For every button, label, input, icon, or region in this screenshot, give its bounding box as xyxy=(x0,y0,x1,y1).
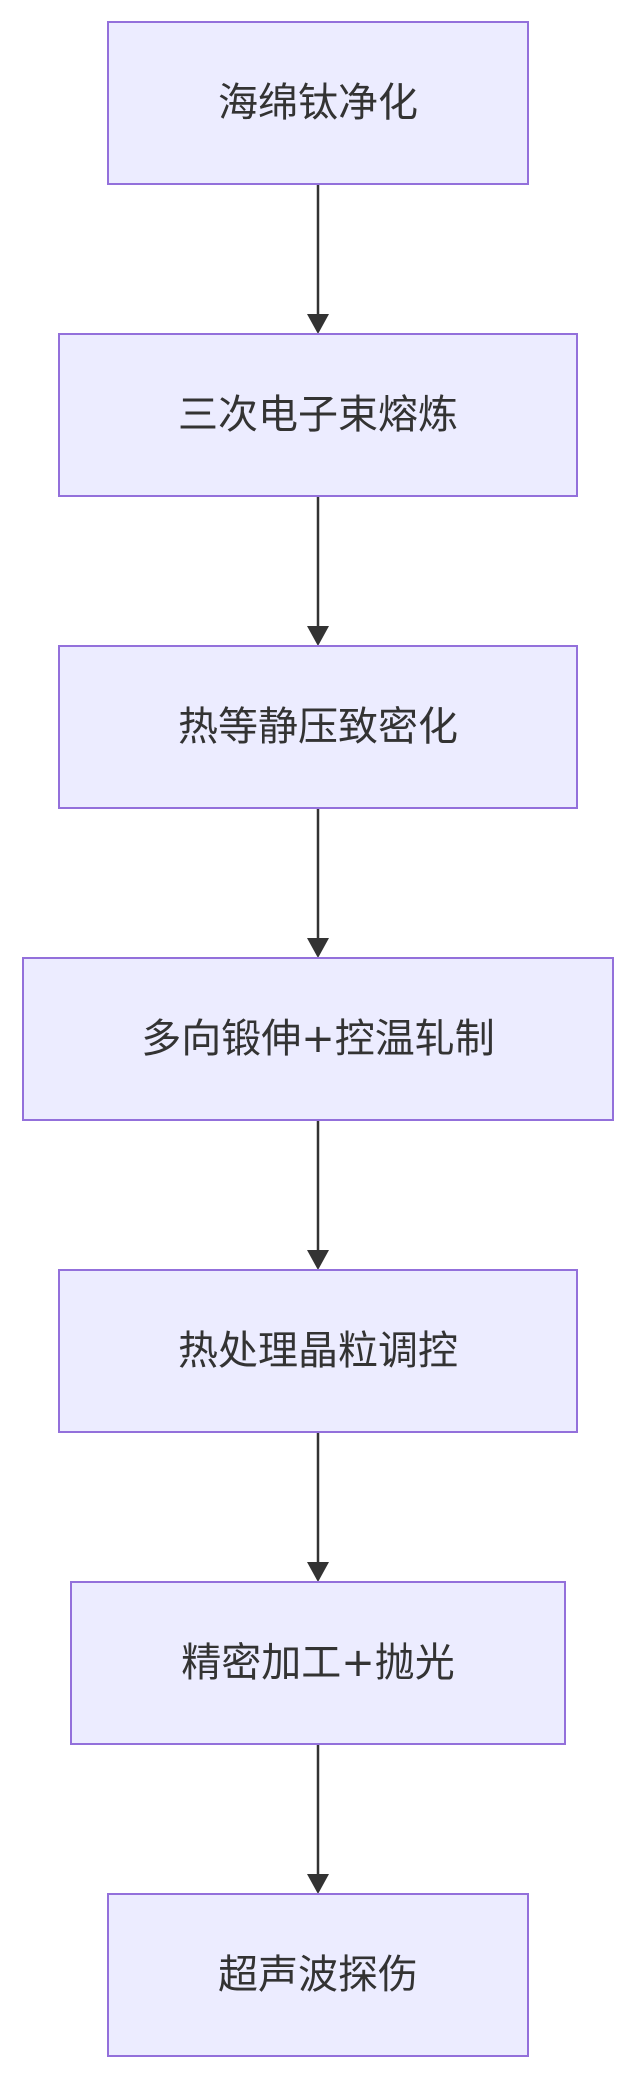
flow-arrow xyxy=(307,1432,329,1582)
flow-arrow xyxy=(307,496,329,646)
node-label: 海绵钛净化 xyxy=(218,80,418,126)
node-box xyxy=(58,333,578,497)
node-label: 超声波探伤 xyxy=(218,1952,418,1998)
arrow-head-icon xyxy=(307,314,329,334)
flow-node: 海绵钛净化 xyxy=(107,21,529,185)
node-box xyxy=(58,645,578,809)
flow-node: 热等静压致密化 xyxy=(58,645,578,809)
arrow-head-icon xyxy=(307,1874,329,1894)
node-box xyxy=(22,957,614,1121)
arrow-head-icon xyxy=(307,626,329,646)
node-box xyxy=(107,21,529,185)
node-box xyxy=(107,1893,529,2057)
flow-arrow xyxy=(307,1120,329,1270)
edges-layer xyxy=(307,184,329,1894)
flow-node: 超声波探伤 xyxy=(107,1893,529,2057)
node-label: 三次电子束熔炼 xyxy=(178,392,458,438)
flow-arrow xyxy=(307,1744,329,1894)
arrow-head-icon xyxy=(307,1562,329,1582)
flow-arrow xyxy=(307,808,329,958)
arrow-head-icon xyxy=(307,938,329,958)
node-box xyxy=(58,1269,578,1433)
flow-arrow xyxy=(307,184,329,334)
flow-node: 精密加工+抛光 xyxy=(70,1581,566,1745)
nodes-layer: 海绵钛净化三次电子束熔炼热等静压致密化多向锻伸+控温轧制热处理晶粒调控精密加工+… xyxy=(22,21,614,2057)
node-box xyxy=(70,1581,566,1745)
arrow-head-icon xyxy=(307,1250,329,1270)
flow-node: 热处理晶粒调控 xyxy=(58,1269,578,1433)
node-label: 多向锻伸+控温轧制 xyxy=(141,1016,495,1062)
node-label: 精密加工+抛光 xyxy=(181,1640,455,1686)
flow-node: 多向锻伸+控温轧制 xyxy=(22,957,614,1121)
flow-node: 三次电子束熔炼 xyxy=(58,333,578,497)
node-label: 热等静压致密化 xyxy=(178,704,458,750)
node-label: 热处理晶粒调控 xyxy=(178,1328,458,1374)
